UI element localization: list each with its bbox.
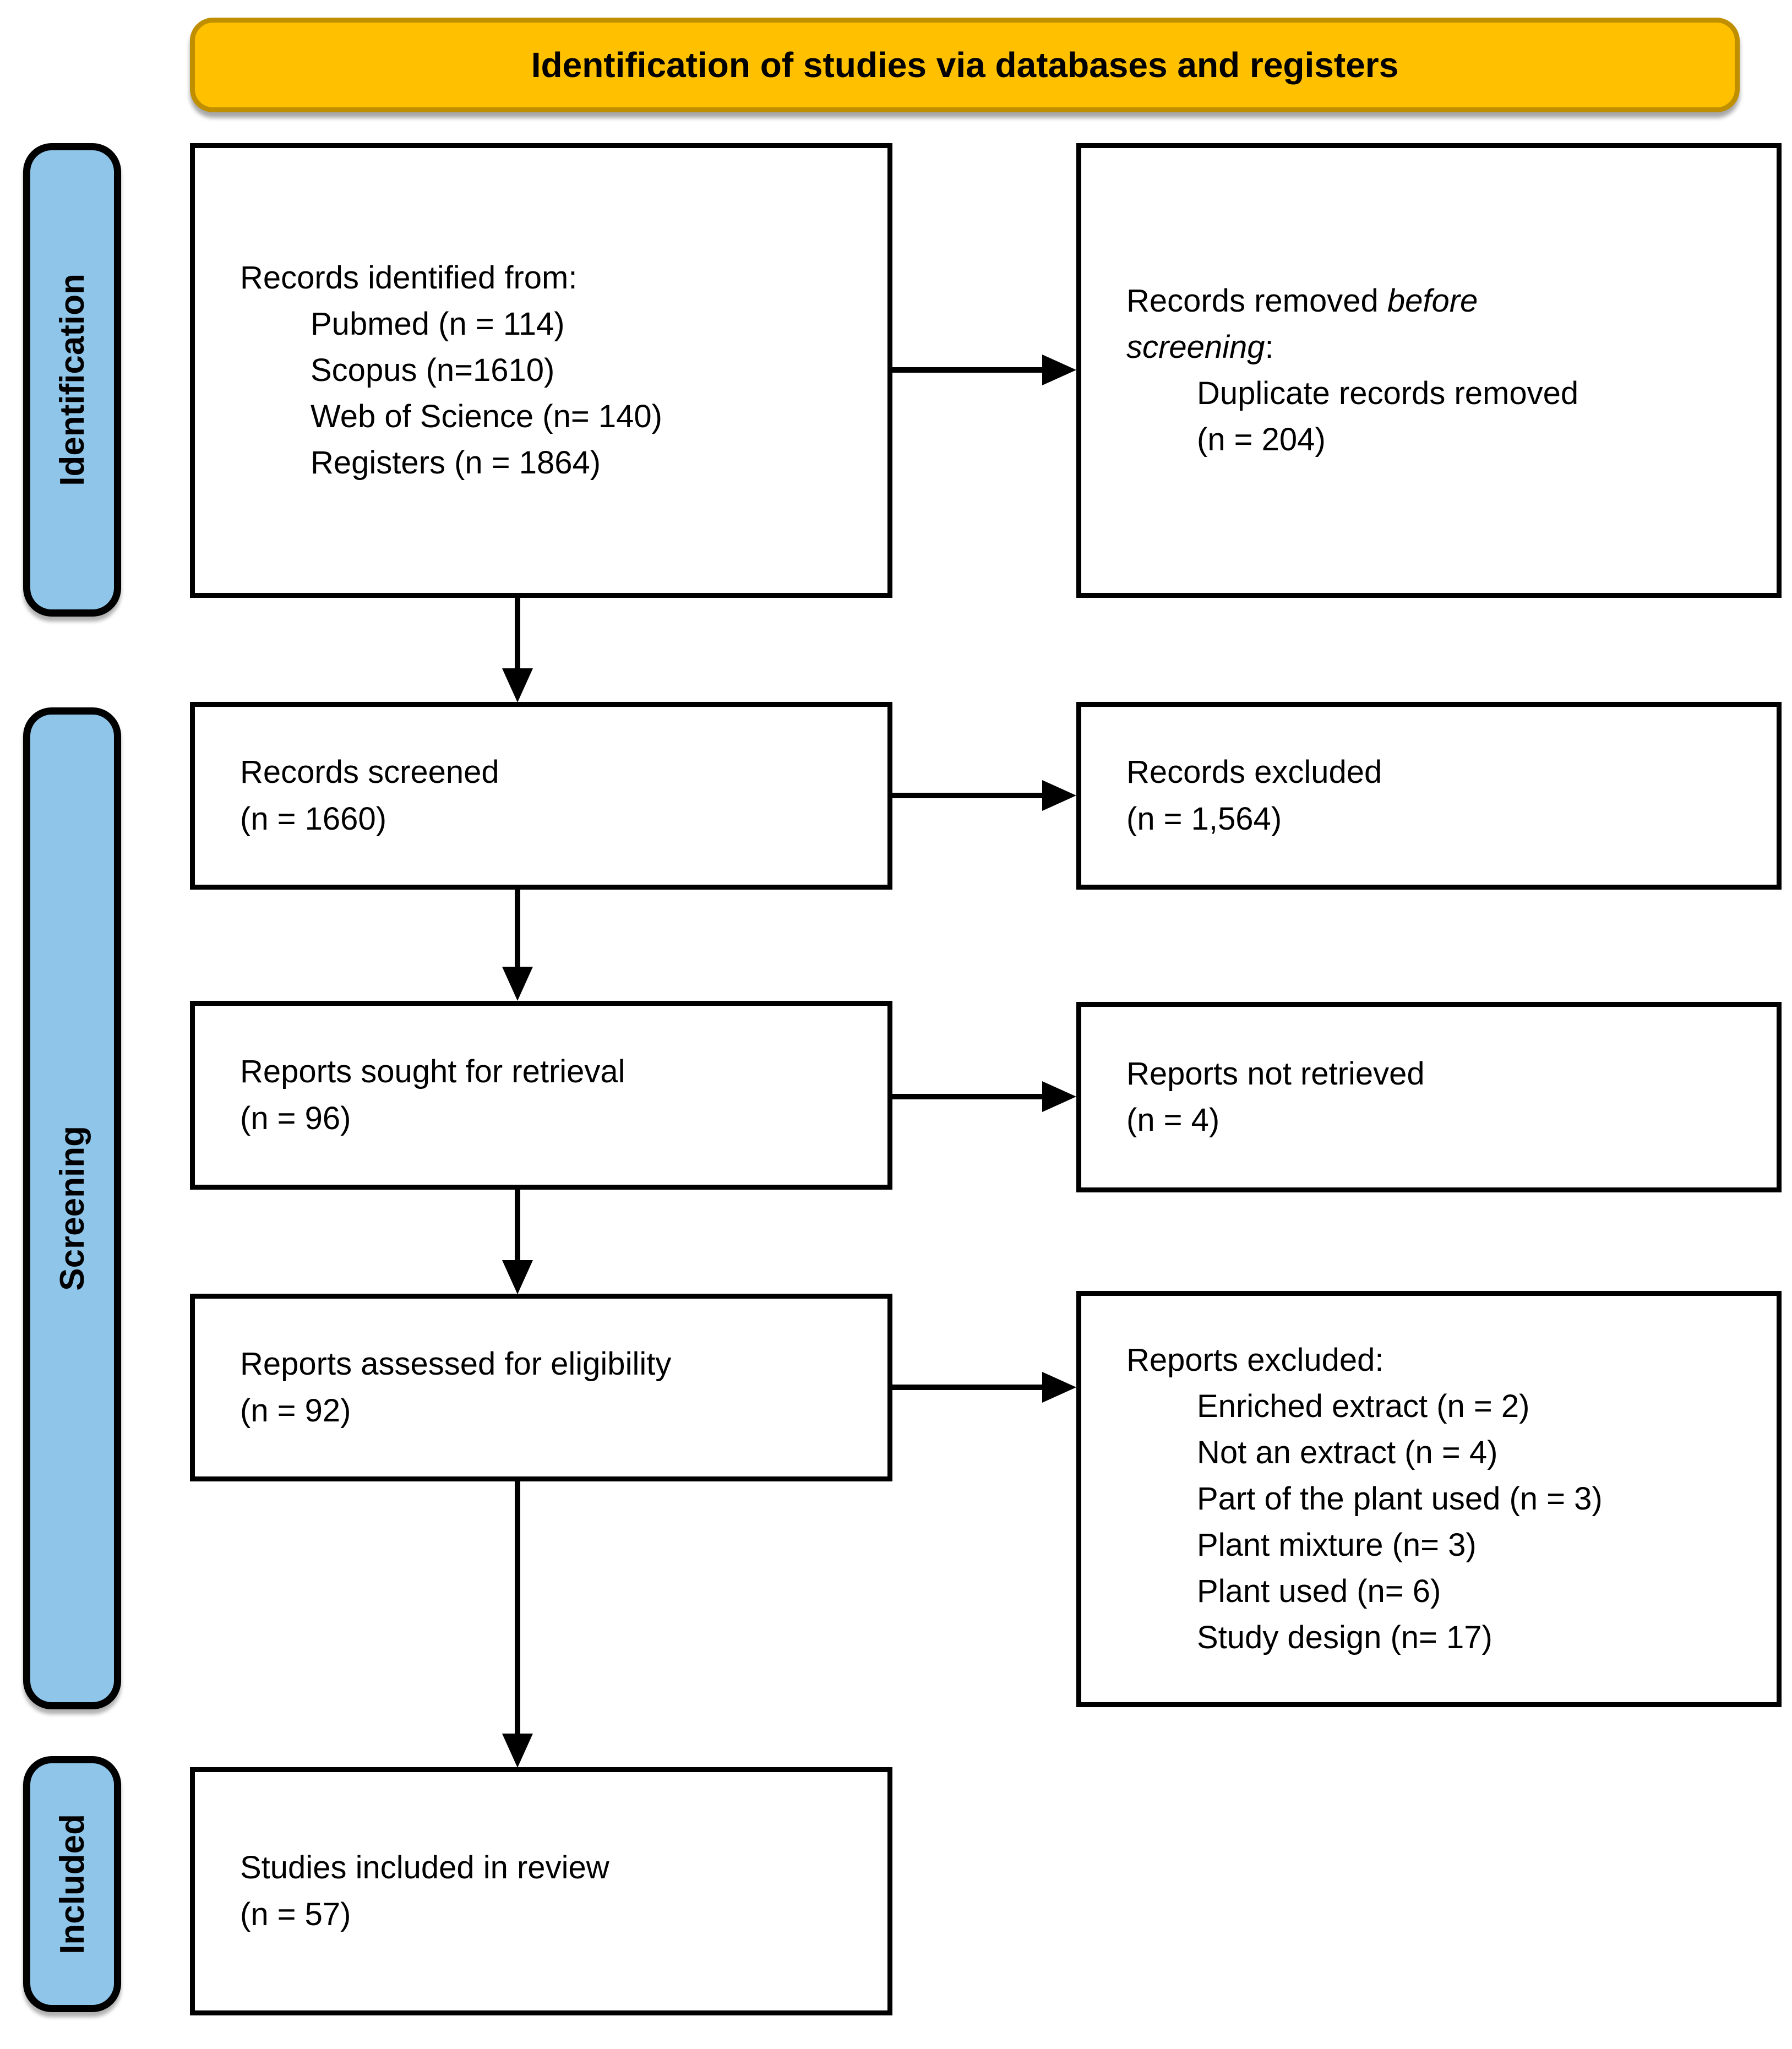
box-title-line1: Records removed before	[1126, 278, 1755, 324]
list-item: Part of the plant used (n = 3)	[1197, 1480, 1603, 1517]
arrow-line-sought-to-not-retrieved	[892, 1094, 1042, 1099]
box-records-removed: Records removed before screening: Duplic…	[1076, 143, 1782, 598]
box-title: Reports assessed for eligibility	[240, 1346, 672, 1382]
box-records-excluded: Records excluded (n = 1,564)	[1076, 702, 1782, 890]
box-studies-included: Studies included in review (n = 57)	[190, 1767, 892, 2015]
arrow-line-sought-to-assessed	[515, 1190, 520, 1261]
stage-label-identification: Identification	[53, 274, 91, 486]
box-title-prefix: Records removed	[1126, 282, 1387, 319]
box-records-identified: Records identified from: Pubmed (n = 114…	[190, 143, 892, 598]
banner: Identification of studies via databases …	[190, 18, 1740, 112]
box-title-suffix: :	[1265, 329, 1274, 365]
arrowhead-right-icon	[1042, 1081, 1076, 1112]
arrow-line-assessed-to-included	[515, 1481, 520, 1735]
list-item: Registers (n = 1864)	[311, 445, 601, 481]
stage-bar-screening: Screening	[23, 707, 121, 1709]
box-title-line2: screening:	[1126, 324, 1755, 370]
arrowhead-right-icon	[1042, 780, 1076, 811]
banner-title: Identification of studies via databases …	[531, 45, 1399, 85]
list-item: Not an extract (n = 4)	[1197, 1434, 1498, 1470]
box-reports-excluded: Reports excluded: Enriched extract (n = …	[1076, 1291, 1782, 1707]
arrow-line-identified-to-removed	[892, 367, 1042, 373]
list-item: Scopus (n=1610)	[311, 352, 555, 388]
arrowhead-down-icon	[502, 668, 533, 702]
box-title: Studies included in review	[240, 1850, 609, 1886]
box-count: (n = 57)	[240, 1896, 351, 1932]
stage-bar-identification: Identification	[23, 143, 121, 617]
arrowhead-down-icon	[502, 967, 533, 1001]
stage-bar-included: Included	[23, 1756, 121, 2012]
list-item-count: (n = 204)	[1197, 422, 1326, 458]
arrow-line-screened-to-sought	[515, 890, 520, 968]
list-item: Duplicate records removed	[1197, 375, 1579, 411]
arrow-line-screened-to-excluded	[892, 793, 1042, 798]
box-title: Reports sought for retrieval	[240, 1054, 625, 1090]
arrowhead-right-icon	[1042, 355, 1076, 385]
box-title: Reports excluded:	[1126, 1342, 1384, 1378]
box-count: (n = 92)	[240, 1392, 351, 1429]
list-item: Study design (n= 17)	[1197, 1620, 1493, 1656]
box-count: (n = 1660)	[240, 800, 387, 837]
list-item: Web of Science (n= 140)	[311, 399, 662, 435]
box-count: (n = 4)	[1126, 1102, 1220, 1138]
box-records-screened: Records screened (n = 1660)	[190, 702, 892, 890]
box-title: Records screened	[240, 754, 499, 791]
list-item: Pubmed (n = 114)	[311, 306, 565, 342]
box-reports-not-retrieved: Reports not retrieved (n = 4)	[1076, 1002, 1782, 1192]
box-title-italic1: before	[1387, 282, 1478, 319]
box-title: Reports not retrieved	[1126, 1055, 1425, 1092]
arrowhead-down-icon	[502, 1734, 533, 1768]
list-item: Plant mixture (n= 3)	[1197, 1527, 1477, 1563]
stage-label-screening: Screening	[53, 1126, 91, 1291]
box-reports-assessed: Reports assessed for eligibility (n = 92…	[190, 1294, 892, 1481]
box-title: Records excluded	[1126, 754, 1382, 791]
arrow-line-assessed-to-reports-excluded	[892, 1385, 1042, 1390]
arrowhead-right-icon	[1042, 1372, 1076, 1403]
stage-label-included: Included	[53, 1814, 91, 1954]
box-count: (n = 96)	[240, 1100, 351, 1136]
box-reports-sought: Reports sought for retrieval (n = 96)	[190, 1001, 892, 1190]
box-title: Records identified from:	[240, 259, 578, 296]
box-title-italic2: screening	[1126, 329, 1265, 365]
box-count: (n = 1,564)	[1126, 800, 1282, 837]
arrowhead-down-icon	[502, 1260, 533, 1294]
list-item: Plant used (n= 6)	[1197, 1573, 1441, 1610]
list-item: Enriched extract (n = 2)	[1197, 1388, 1530, 1424]
arrow-line-identified-to-screened	[515, 598, 520, 669]
